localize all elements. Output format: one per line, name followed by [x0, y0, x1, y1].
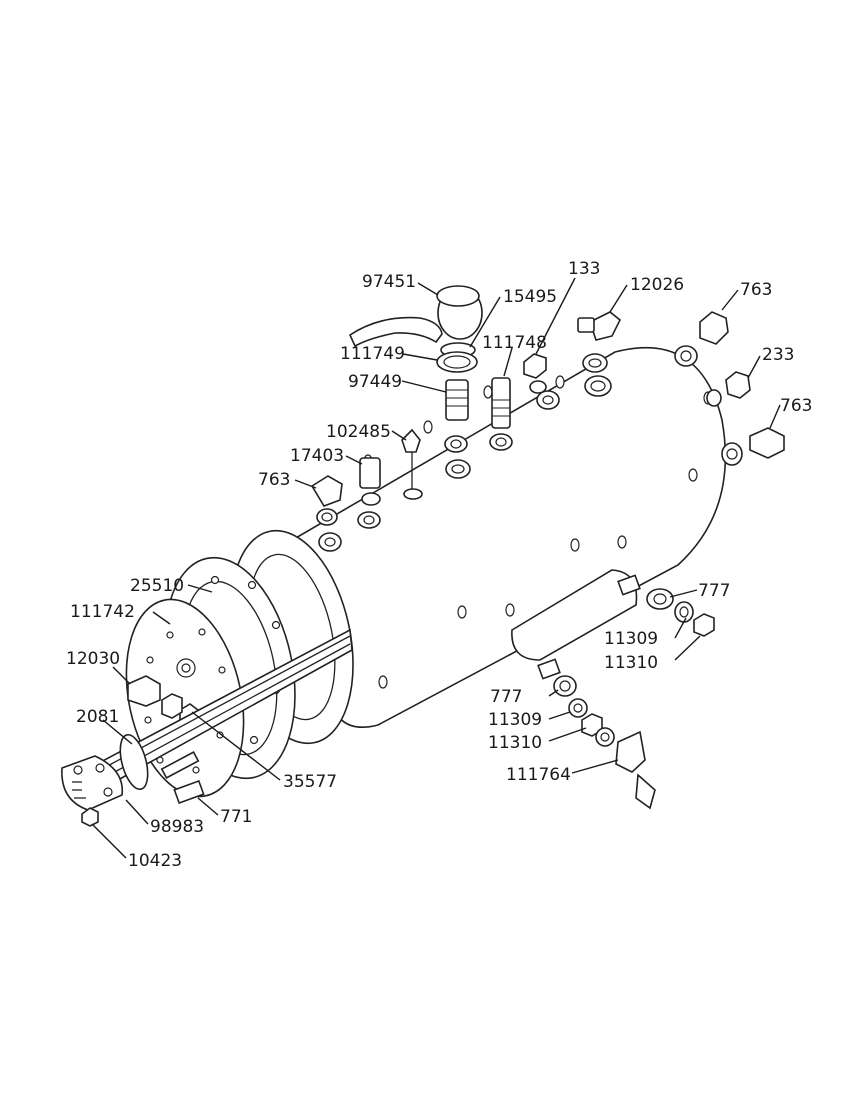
label-771: 771	[220, 807, 252, 827]
label-10423: 10423	[128, 851, 182, 871]
label-97451: 97451	[362, 272, 416, 292]
lower-left-fittings	[81, 675, 205, 827]
label-25510: 25510	[130, 576, 184, 596]
label-111748: 111748	[482, 333, 547, 353]
top-fittings	[310, 285, 785, 552]
label-111742: 111742	[70, 602, 135, 622]
label-11310-lower: 11310	[488, 733, 542, 753]
label-12026: 12026	[630, 275, 684, 295]
callout-labels: 97451 15495 133 12026 763 111749 111748 …	[66, 259, 812, 871]
label-777-lower: 777	[490, 687, 522, 707]
heating-element	[61, 628, 353, 811]
label-2081: 2081	[76, 707, 119, 727]
label-233: 233	[762, 345, 794, 365]
leader-lines	[91, 277, 781, 859]
label-763-left: 763	[258, 470, 290, 490]
side-pipe-assembly	[511, 569, 641, 680]
label-11309-right: 11309	[604, 629, 658, 649]
label-11309-lower: 11309	[488, 710, 542, 730]
label-777-right: 777	[698, 581, 730, 601]
label-763-right: 763	[780, 396, 812, 416]
label-17403: 17403	[290, 446, 344, 466]
label-35577: 35577	[283, 772, 337, 792]
label-98983: 98983	[150, 817, 204, 837]
label-763-top: 763	[740, 280, 772, 300]
label-133: 133	[568, 259, 600, 279]
label-15495: 15495	[503, 287, 557, 307]
label-111749: 111749	[340, 344, 405, 364]
label-12030: 12030	[66, 649, 120, 669]
label-11310-right: 11310	[604, 653, 658, 673]
label-111764: 111764	[506, 765, 571, 785]
label-97449: 97449	[348, 372, 402, 392]
label-102485: 102485	[326, 422, 391, 442]
